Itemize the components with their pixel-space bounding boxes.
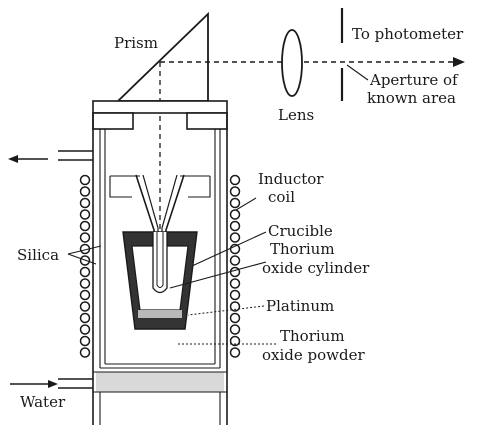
coil-turn <box>229 197 241 209</box>
coil-turn <box>79 289 91 301</box>
coil-turn <box>229 232 241 243</box>
platinum-band <box>138 310 182 318</box>
label-silica: Silica <box>17 246 59 264</box>
coil-turn <box>79 174 91 186</box>
coil-turn <box>229 289 241 301</box>
coil-turn <box>79 335 91 347</box>
coil-turn <box>229 266 241 278</box>
coil-turn <box>229 255 241 266</box>
label-thorium-cylinder-line1: Thorium <box>270 240 335 258</box>
coil-turn <box>229 335 241 347</box>
label-prism: Prism <box>114 34 158 52</box>
coil-turn <box>229 301 241 312</box>
coil-turn <box>79 232 91 243</box>
crucible-assembly <box>109 174 211 330</box>
coil-turn <box>79 266 91 278</box>
label-lens: Lens <box>278 106 314 124</box>
label-aperture-line2: known area <box>367 89 456 107</box>
lens <box>281 29 303 97</box>
label-aperture-line1: Aperture of <box>369 71 459 89</box>
label-to-photometer: To photometer <box>352 25 464 43</box>
coil-turn <box>79 347 91 358</box>
coil-turn <box>79 301 91 312</box>
furnace-body <box>8 100 228 425</box>
coil-turn <box>229 174 241 186</box>
prism <box>115 11 209 102</box>
coil-turn <box>79 312 91 324</box>
label-thorium-cylinder-line2: oxide cylinder <box>262 259 370 277</box>
label-thorium-powder-line1: Thorium <box>280 327 345 345</box>
coil-turn <box>79 324 91 335</box>
coil-turn <box>229 220 241 232</box>
coil-turn <box>229 186 241 197</box>
label-thorium-powder-line2: oxide powder <box>262 346 365 364</box>
labels: Prism To photometer Aperture of known ar… <box>17 25 464 411</box>
coil-turn <box>79 209 91 220</box>
label-inductor-line1: Inductor <box>258 170 324 188</box>
coil-turn <box>229 324 241 335</box>
coil-turn <box>229 209 241 220</box>
optical-path <box>159 57 465 232</box>
coil-turn <box>79 220 91 232</box>
leader-lines <box>10 64 369 388</box>
label-crucible: Crucible <box>268 222 333 240</box>
coil-turn <box>229 278 241 289</box>
coil-turn <box>229 347 241 358</box>
coil-turn <box>79 186 91 197</box>
coil-turn <box>79 278 91 289</box>
inductor-coil-left <box>79 174 91 358</box>
coil-turn <box>79 197 91 209</box>
label-inductor-line2: coil <box>268 188 295 206</box>
label-platinum: Platinum <box>266 297 334 315</box>
coil-turn <box>229 312 241 324</box>
inductor-coil-right <box>229 174 241 358</box>
label-water: Water <box>20 393 66 411</box>
